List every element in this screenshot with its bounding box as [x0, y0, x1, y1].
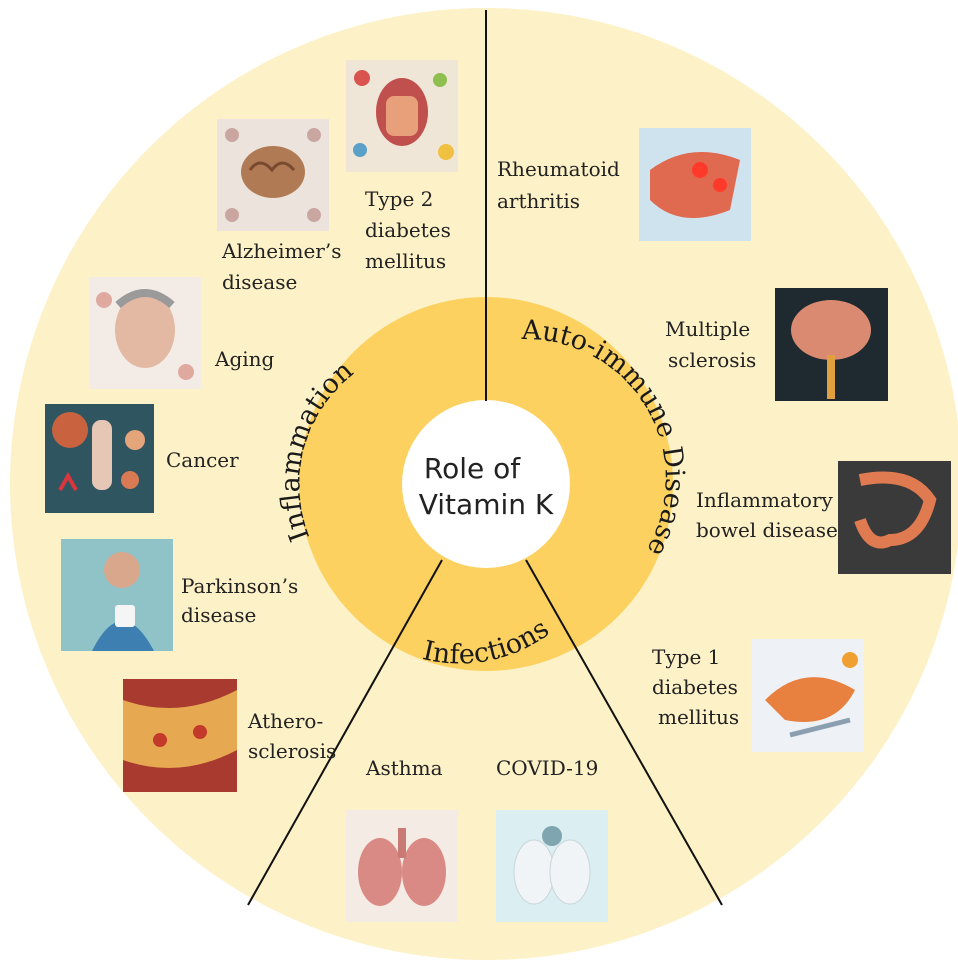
label-type1-line1: Type 1: [652, 645, 720, 669]
cancer-illustration: [45, 404, 154, 513]
label-parkinsons: Parkinson’s disease: [181, 574, 298, 627]
rheumatoid-arthritis-illustration: [639, 128, 751, 241]
atherosclerosis-illustration: [123, 679, 237, 792]
ibd-illustration: [838, 461, 951, 574]
label-ibd-line1: Inflammatory: [696, 488, 834, 512]
label-ms-line2: sclerosis: [668, 348, 756, 372]
label-rheumatoid-line1: Rheumatoid: [497, 157, 620, 181]
center-circle: [402, 400, 570, 568]
label-athero-line2: sclerosis: [248, 739, 336, 763]
label-parkinsons-line1: Parkinson’s: [181, 574, 298, 598]
center-title-line2: Vitamin K: [419, 488, 554, 521]
label-type1-line2: diabetes: [652, 675, 738, 699]
type2-diabetes-illustration: [346, 60, 458, 172]
center-title-line1: Role of: [424, 452, 521, 485]
label-rheumatoid-arthritis: Rheumatoid arthritis: [497, 157, 620, 213]
divider-right: [525, 559, 723, 906]
parkinsons-illustration: [61, 539, 173, 651]
multiple-sclerosis-illustration: [775, 288, 888, 401]
label-multiple-sclerosis: Multiple sclerosis: [665, 317, 756, 372]
label-asthma: Asthma: [365, 756, 443, 780]
label-type2-line3: mellitus: [365, 249, 446, 273]
label-cancer: Cancer: [166, 448, 239, 472]
label-type1-diabetes: Type 1 diabetes mellitus: [652, 645, 739, 729]
label-aging: Aging: [214, 347, 275, 371]
type1-diabetes-illustration: [751, 639, 864, 752]
label-type1-line3: mellitus: [658, 705, 739, 729]
label-type2-line1: Type 2: [365, 187, 433, 211]
label-type2-diabetes: Type 2 diabetes mellitus: [365, 187, 451, 273]
label-alzheimers-line2: disease: [222, 270, 297, 294]
alzheimers-illustration: [217, 119, 329, 231]
label-rheumatoid-line2: arthritis: [497, 189, 580, 213]
label-atherosclerosis: Athero- sclerosis: [247, 709, 336, 763]
label-type2-line2: diabetes: [365, 218, 451, 242]
label-ibd: Inflammatory bowel disease: [696, 488, 838, 542]
covid19-illustration: [496, 810, 608, 922]
label-alzheimers-line1: Alzheimer’s: [221, 239, 341, 263]
aging-illustration: [89, 277, 201, 389]
label-covid19: COVID-19: [496, 756, 598, 780]
label-ibd-line2: bowel disease: [696, 518, 838, 542]
label-athero-line1: Athero-: [247, 709, 323, 733]
divider-left: [247, 559, 443, 906]
label-ms-line1: Multiple: [665, 317, 750, 341]
label-parkinsons-line2: disease: [181, 603, 256, 627]
asthma-illustration: [346, 810, 458, 922]
label-alzheimers: Alzheimer’s disease: [221, 239, 341, 294]
